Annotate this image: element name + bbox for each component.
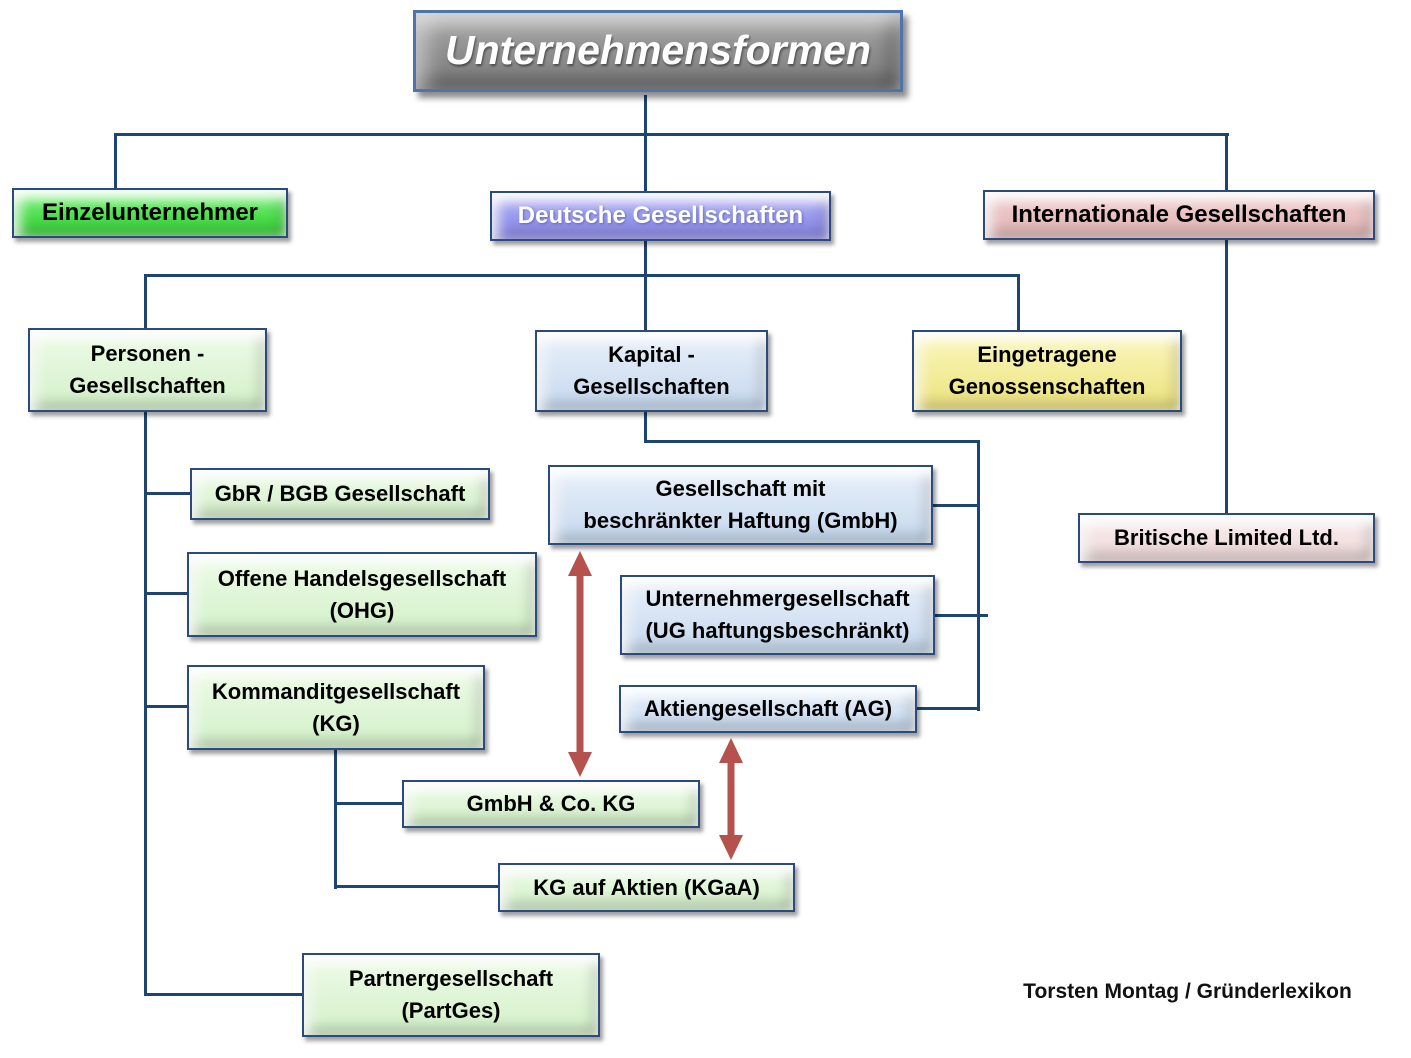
- connector-kgaa-stub: [334, 885, 500, 888]
- node-kapitalgesellschaften: Kapital - Gesellschaften: [535, 330, 768, 412]
- node-britische-limited: Britische Limited Ltd.: [1078, 513, 1375, 563]
- node-deutsche-gesellschaften: Deutsche Gesellschaften: [490, 191, 831, 241]
- node-kg-auf-aktien: KG auf Aktien (KGaA): [498, 863, 795, 912]
- node-gmbh-co-kg: GmbH & Co. KG: [402, 780, 700, 828]
- connector-personen-drop: [144, 274, 147, 330]
- connector-einzel-drop: [114, 133, 117, 190]
- double-arrow-ag-to-kgaa: [719, 738, 743, 860]
- connector-international-drop: [1225, 133, 1228, 192]
- connector-title-drop: [644, 95, 647, 135]
- node-gmbh: Gesellschaft mit beschränkter Haftung (G…: [548, 465, 933, 545]
- connector-kapital-horizontal: [644, 440, 980, 443]
- connector-partner-stub: [144, 993, 304, 996]
- connector-gmbh-stub: [933, 504, 980, 507]
- connector-level1-horizontal: [114, 133, 1229, 136]
- connector-deutsche-out: [644, 240, 647, 332]
- double-arrow-gmbh-to-gmbhcokg: [568, 551, 592, 777]
- connector-kapital-drop: [644, 412, 647, 443]
- node-kg: Kommanditgesellschaft (KG): [187, 665, 485, 750]
- node-einzelunternehmer: Einzelunternehmer: [12, 188, 288, 238]
- node-ohg: Offene Handelsgesellschaft (OHG): [187, 552, 537, 637]
- node-personengesellschaften: Personen - Gesellschaften: [28, 328, 267, 412]
- node-gbr-bgb-gesellschaft: GbR / BGB Gesellschaft: [190, 468, 490, 520]
- connector-ug-stub: [935, 614, 988, 617]
- connector-ohg-stub: [144, 592, 189, 595]
- connector-deutsche-drop: [644, 133, 647, 191]
- connector-personen-spine: [144, 412, 147, 996]
- node-ug: Unternehmergesellschaft (UG haftungsbesc…: [620, 575, 935, 655]
- connector-international-to-limited: [1225, 238, 1228, 515]
- credit-text: Torsten Montag / Gründerlexikon: [1023, 980, 1352, 1003]
- connector-genossenschaft-drop: [1017, 274, 1020, 330]
- node-ag: Aktiengesellschaft (AG): [619, 685, 917, 733]
- connector-kg-stub: [144, 705, 189, 708]
- node-title: Unternehmensformen: [413, 10, 903, 92]
- connector-kapital-spine: [977, 440, 980, 711]
- connector-gmbhcokg-stub: [334, 802, 404, 805]
- connector-ag-stub: [915, 707, 980, 710]
- connector-level2-horizontal: [144, 274, 1020, 277]
- node-partnergesellschaft: Partnergesellschaft (PartGes): [302, 953, 600, 1037]
- connector-kg-spine: [334, 750, 337, 889]
- node-internationale-gesellschaften: Internationale Gesellschaften: [983, 190, 1375, 240]
- node-eingetragene-genossenschaften: Eingetragene Genossenschaften: [912, 330, 1182, 412]
- connector-gbr-stub: [144, 492, 192, 495]
